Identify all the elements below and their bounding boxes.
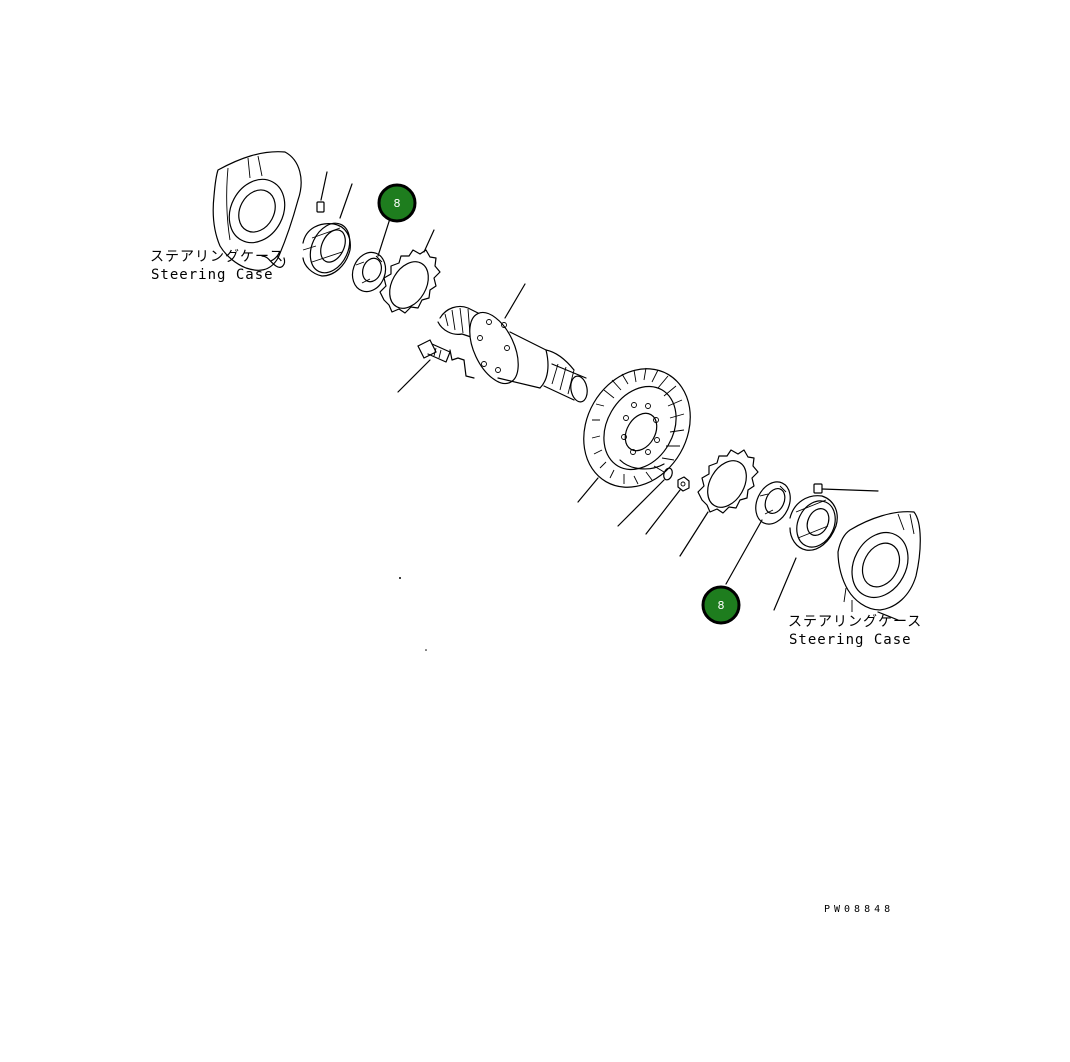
leader-line [504, 283, 526, 319]
pinion-shaft [437, 305, 588, 403]
leader-line [617, 479, 665, 527]
washer [663, 467, 673, 481]
nut [677, 476, 690, 492]
lock-washer-left [379, 249, 441, 314]
small-bolt-right [813, 483, 879, 494]
steering-case-label-en-right: Steering Case [789, 632, 912, 648]
callout-circle [701, 585, 741, 625]
leader-line [877, 611, 899, 621]
leader-line [725, 519, 763, 585]
callout-8-top[interactable]: 8 [377, 183, 417, 223]
callout-number: 8 [394, 197, 401, 210]
leader-line [397, 359, 431, 393]
roller-bearing-right [755, 481, 791, 525]
leader-line [423, 229, 435, 253]
steering-case-right [837, 511, 921, 612]
bearing-cage-left [302, 222, 351, 277]
bearing-cage-right [789, 495, 838, 551]
leader-line [773, 557, 797, 611]
leader-line [645, 489, 681, 535]
roller-bearing-left [351, 251, 387, 293]
leader-line [261, 255, 286, 268]
stray-dot [399, 577, 401, 579]
lock-washer-right [697, 449, 759, 514]
stray-dot [425, 649, 427, 651]
steering-case-label-en-left: Steering Case [151, 267, 274, 283]
steering-case-label-jp-right: ステアリングケース [788, 614, 922, 630]
leader-line [679, 511, 709, 557]
leader-line [339, 183, 353, 219]
drawing-code: PW08848 [824, 904, 894, 915]
small-bolt-left [316, 171, 328, 213]
steering-case-left [212, 151, 302, 271]
leader-line [577, 477, 599, 503]
steering-case-label-jp-left: ステアリングケース [150, 249, 284, 265]
bolt [417, 339, 475, 379]
callout-number: 8 [718, 599, 725, 612]
callout-8-bottom[interactable]: 8 [701, 585, 741, 625]
callout-circle [377, 183, 417, 223]
bevel-gear [583, 367, 691, 488]
